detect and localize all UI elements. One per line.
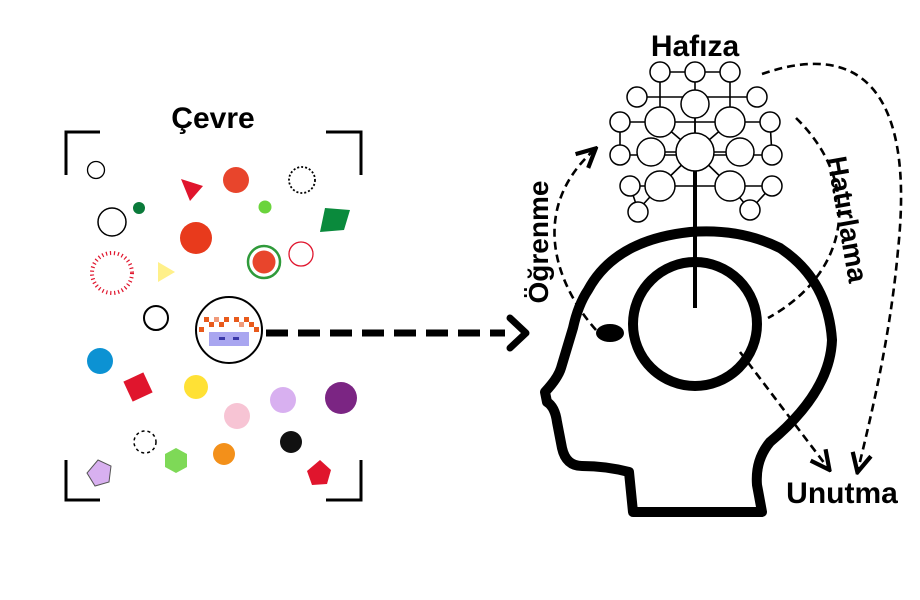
lavender-pentagon xyxy=(86,459,112,487)
orange-circle xyxy=(213,443,235,465)
memory-node xyxy=(636,137,666,167)
frame-corner-bottom-right xyxy=(326,460,363,502)
forgetting-label: Unutma xyxy=(786,477,898,510)
memory-node xyxy=(644,106,676,138)
eye-icon xyxy=(596,324,624,342)
frame-corner-top-right xyxy=(326,130,363,175)
dotted-circle xyxy=(288,166,316,194)
purple-circle xyxy=(325,382,357,414)
memory-node xyxy=(684,61,706,83)
recall-label: Hatırlama xyxy=(821,154,874,285)
memory-node xyxy=(714,106,746,138)
red-circle xyxy=(180,222,212,254)
environment-stimuli xyxy=(86,160,357,487)
lime-dot xyxy=(258,200,272,214)
hollow-circle xyxy=(143,305,169,331)
memory-node xyxy=(644,170,676,202)
input-arrow xyxy=(266,314,530,352)
memory-node xyxy=(725,137,755,167)
memory-node xyxy=(609,111,631,133)
memory-node-center xyxy=(675,132,715,172)
memory-node xyxy=(761,144,783,166)
memory-node xyxy=(746,86,768,108)
memory-node xyxy=(714,170,746,202)
blue-circle xyxy=(87,348,113,374)
process-arrows xyxy=(553,62,903,470)
learning-arrow xyxy=(553,150,596,331)
red-pentagon xyxy=(307,460,331,485)
starburst-ring xyxy=(90,251,134,295)
memory-node xyxy=(761,175,783,197)
dark-green-dot xyxy=(133,202,145,214)
environment-frame xyxy=(64,130,363,502)
red-ringed-circle-core xyxy=(252,250,276,274)
memory-node xyxy=(627,201,649,223)
environment-label: Çevre xyxy=(171,102,254,135)
memory-node xyxy=(680,89,710,119)
pixel-creature-icon xyxy=(199,317,259,346)
red-triangle xyxy=(181,179,203,201)
memory-label: Hafıza xyxy=(651,30,740,63)
memory-node xyxy=(609,144,631,166)
learning-label: Öğrenme xyxy=(523,181,554,304)
recall-arrow xyxy=(767,117,841,320)
memory-node xyxy=(719,61,741,83)
green-diamond xyxy=(320,208,350,232)
memory-node xyxy=(626,86,648,108)
stimulus-ring xyxy=(195,296,263,364)
lavender-circle xyxy=(270,387,296,413)
memory-node xyxy=(739,199,761,221)
pink-circle xyxy=(224,403,250,429)
hollow-circle xyxy=(97,207,127,237)
yellow-circle xyxy=(184,375,208,399)
hollow-red-circle xyxy=(288,241,314,267)
head-profile-icon xyxy=(540,152,837,517)
frame-corner-bottom-left xyxy=(64,460,100,502)
red-circle xyxy=(223,167,249,193)
forgetting-arrow-inner xyxy=(738,351,828,468)
green-hexagon xyxy=(165,448,187,473)
hollow-circle xyxy=(86,160,106,180)
memory-node xyxy=(619,175,641,197)
memory-node xyxy=(649,61,671,83)
brain-network-icon xyxy=(609,61,783,223)
frame-corner-top-left xyxy=(64,130,100,175)
red-square xyxy=(123,372,153,402)
yellow-triangle xyxy=(158,262,175,282)
black-circle xyxy=(280,431,302,453)
forgetting-arrow-outer xyxy=(761,62,903,470)
memory-node xyxy=(759,111,781,133)
selected-stimulus xyxy=(195,296,263,364)
dashed-circle xyxy=(133,430,157,454)
